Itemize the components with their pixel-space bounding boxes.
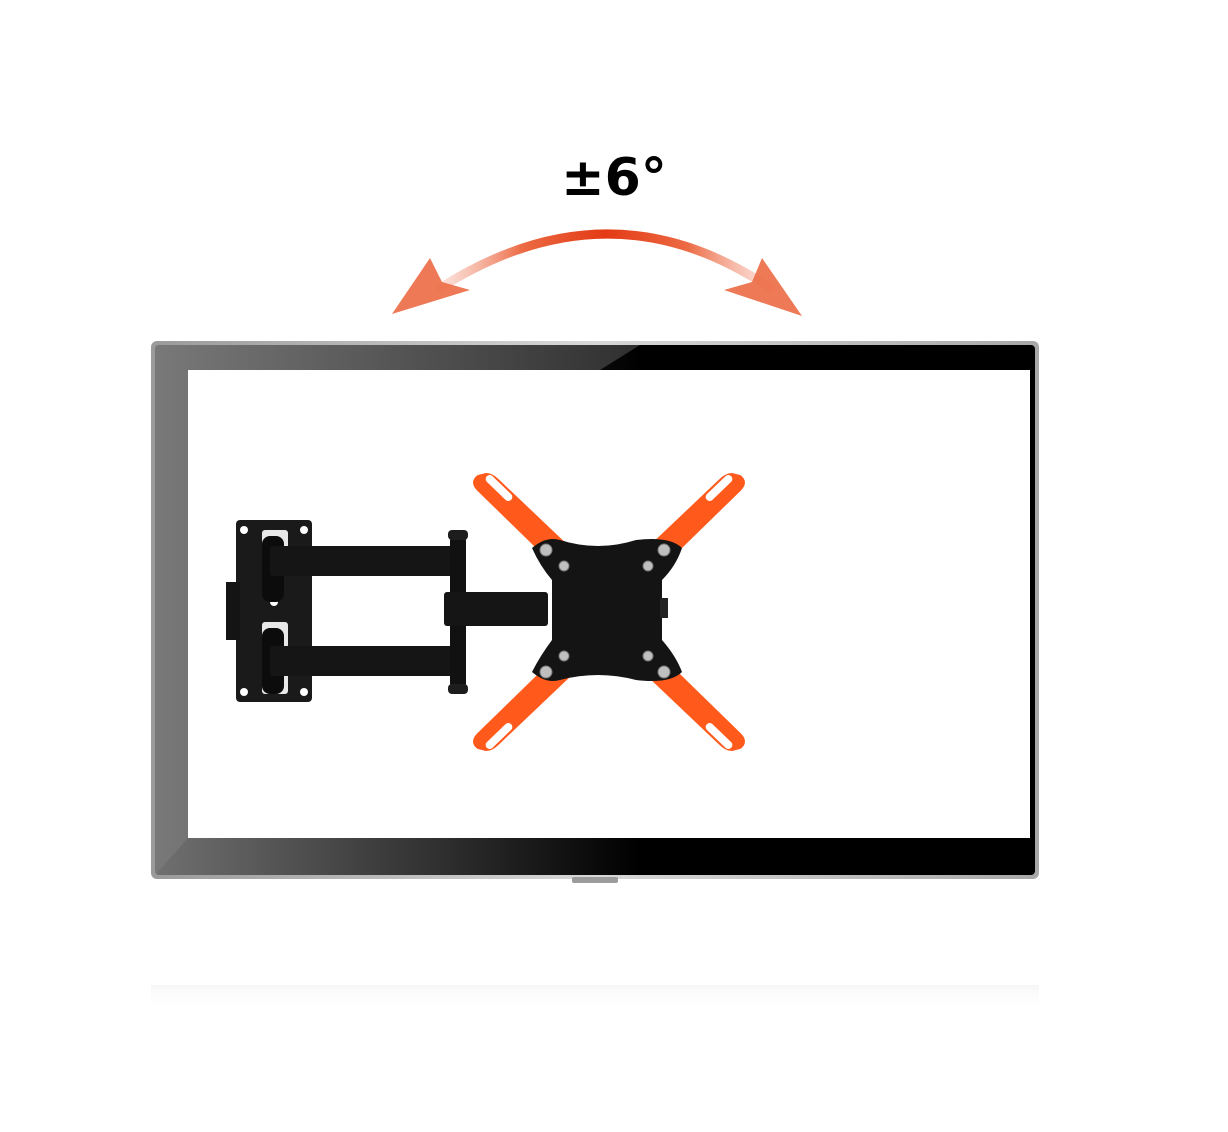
vesa-bracket-icon [473, 472, 745, 752]
tv-stand-notch [572, 877, 618, 883]
tilt-arrow-icon [392, 229, 802, 316]
articulating-mount-icon [226, 520, 548, 702]
floor-reflection [151, 985, 1039, 1011]
tilt-angle-label: ±6° [561, 148, 667, 208]
